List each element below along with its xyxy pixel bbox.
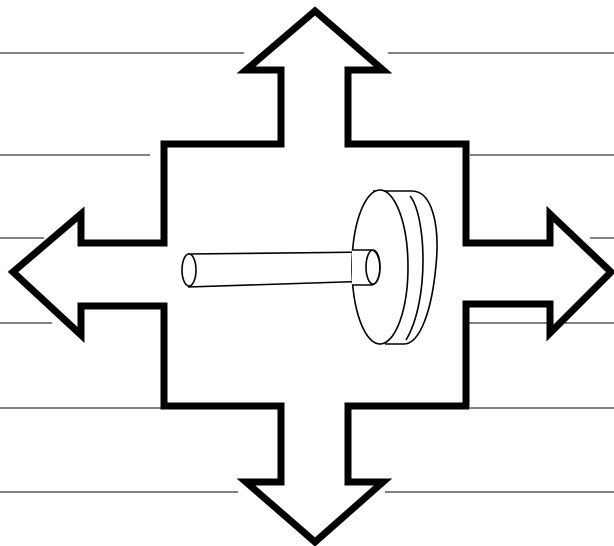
rod-body bbox=[188, 252, 374, 287]
rod-end-cap bbox=[182, 254, 196, 286]
